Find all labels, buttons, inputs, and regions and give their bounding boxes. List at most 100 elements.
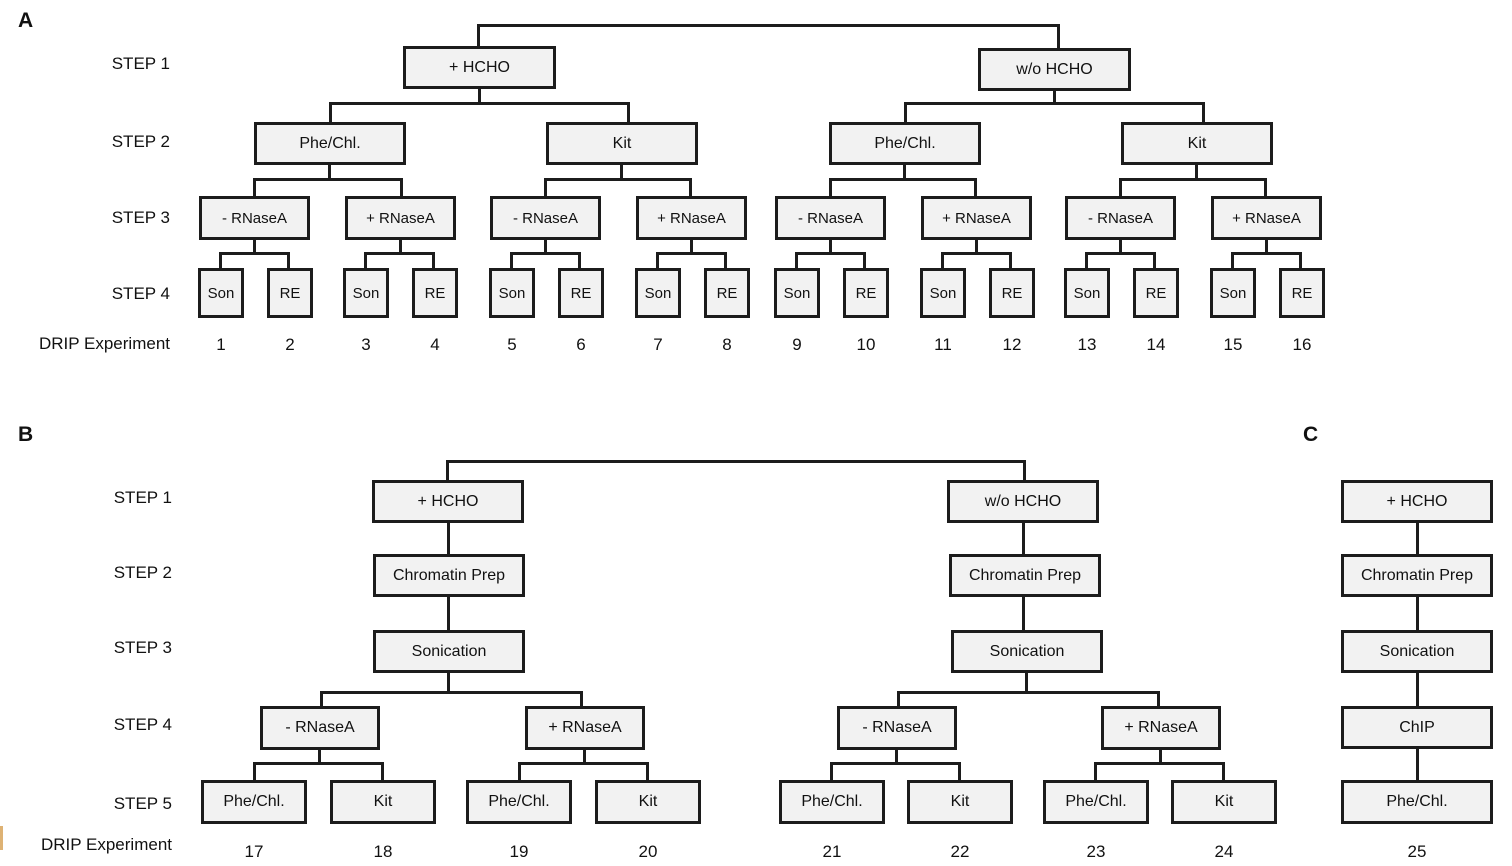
connector-a-s2-3-drop-0: [1119, 178, 1122, 197]
connector-a-s3-0-stem: [253, 240, 256, 253]
node-c-chain-2[interactable]: Sonication: [1341, 630, 1493, 673]
connector-a-s2-0-drop-1: [400, 178, 403, 197]
node-b-step1-0[interactable]: + HCHO: [372, 480, 524, 523]
node-a-step4-1[interactable]: RE: [267, 268, 313, 318]
node-a-step2-1[interactable]: Kit: [546, 122, 698, 165]
connector-b-s4-1-stem: [583, 750, 586, 763]
node-a-step4-10[interactable]: Son: [920, 268, 966, 318]
node-a-step4-7[interactable]: RE: [704, 268, 750, 318]
connector-b-s4-1-bar: [518, 762, 649, 765]
exp-number-b-5: 22: [950, 842, 970, 861]
connector-b-s4-1-drop-1: [646, 762, 649, 780]
connector-b-s3-1-bar: [897, 691, 1160, 694]
node-a-step4-8[interactable]: Son: [774, 268, 820, 318]
connector-a-s2-0-stem: [328, 165, 331, 179]
connector-a-s3-5-stem: [975, 240, 978, 253]
connector-a-s3-0-bar: [219, 252, 290, 255]
node-a-step3-1[interactable]: + RNaseA: [345, 196, 456, 240]
node-a-step4-6[interactable]: Son: [635, 268, 681, 318]
exp-number-a-6: 7: [653, 335, 663, 354]
connector-b-s1-0-link: [447, 523, 450, 554]
row-label-a-drip: DRIP Experiment: [38, 334, 170, 353]
node-a-step4-4[interactable]: Son: [489, 268, 535, 318]
node-a-step4-3[interactable]: RE: [412, 268, 458, 318]
node-b-step5-1[interactable]: Kit: [330, 780, 436, 824]
node-b-step3-0[interactable]: Sonication: [373, 630, 525, 673]
node-c-chain-3[interactable]: ChIP: [1341, 706, 1493, 749]
node-a-step3-7[interactable]: + RNaseA: [1211, 196, 1322, 240]
connector-b-root-drop-left: [446, 460, 449, 480]
connector-a-s3-2-bar: [510, 252, 581, 255]
node-a-step4-13[interactable]: RE: [1133, 268, 1179, 318]
node-b-step4-1[interactable]: + RNaseA: [525, 706, 645, 750]
node-a-step3-6[interactable]: - RNaseA: [1065, 196, 1176, 240]
node-a-step2-2[interactable]: Phe/Chl.: [829, 122, 981, 165]
connector-a-s3-3-stem: [690, 240, 693, 253]
node-c-chain-1[interactable]: Chromatin Prep: [1341, 554, 1493, 597]
node-b-step5-7[interactable]: Kit: [1171, 780, 1277, 824]
node-b-step4-2[interactable]: - RNaseA: [837, 706, 957, 750]
exp-number-b-6: 23: [1086, 842, 1106, 861]
connector-a-s1-1-drop-1: [1202, 102, 1205, 122]
connector-a-s3-1-bar: [364, 252, 435, 255]
node-b-step1-1[interactable]: w/o HCHO: [947, 480, 1099, 523]
exp-number-a-14: 15: [1223, 335, 1243, 354]
connector-b-s3-0-bar: [320, 691, 583, 694]
connector-a-s2-1-bar: [544, 178, 692, 181]
node-c-chain-0[interactable]: + HCHO: [1341, 480, 1493, 523]
connector-b-root-drop-right: [1023, 460, 1026, 480]
connector-a-s3-5-drop-1: [1009, 252, 1012, 269]
node-b-step2-0[interactable]: Chromatin Prep: [373, 554, 525, 597]
connector-b-s3-0-stem: [447, 673, 450, 692]
node-b-step5-3[interactable]: Kit: [595, 780, 701, 824]
node-a-step4-2[interactable]: Son: [343, 268, 389, 318]
node-b-step5-6[interactable]: Phe/Chl.: [1043, 780, 1149, 824]
connector-a-s3-4-drop-0: [795, 252, 798, 269]
node-a-step3-0[interactable]: - RNaseA: [199, 196, 310, 240]
node-b-step3-1[interactable]: Sonication: [951, 630, 1103, 673]
node-a-step4-0[interactable]: Son: [198, 268, 244, 318]
node-b-step2-1[interactable]: Chromatin Prep: [949, 554, 1101, 597]
node-c-chain-4[interactable]: Phe/Chl.: [1341, 780, 1493, 824]
connector-a-s2-0-drop-0: [253, 178, 256, 197]
row-label-a-step4: STEP 4: [111, 284, 170, 303]
exp-number-a-1: 2: [285, 335, 295, 354]
connector-a-s3-4-drop-1: [863, 252, 866, 269]
exp-number-b-2: 19: [509, 842, 529, 861]
node-b-step5-2[interactable]: Phe/Chl.: [466, 780, 572, 824]
connector-b-s4-3-bar: [1094, 762, 1225, 765]
node-b-step5-5[interactable]: Kit: [907, 780, 1013, 824]
node-a-step3-3[interactable]: + RNaseA: [636, 196, 747, 240]
node-a-step4-14[interactable]: Son: [1210, 268, 1256, 318]
panel-letter-a: A: [18, 9, 34, 32]
node-a-step2-3[interactable]: Kit: [1121, 122, 1273, 165]
node-b-step5-4[interactable]: Phe/Chl.: [779, 780, 885, 824]
connector-a-s3-6-drop-1: [1153, 252, 1156, 269]
connector-a-s2-3-drop-1: [1264, 178, 1267, 197]
node-a-step1-0[interactable]: + HCHO: [403, 46, 556, 89]
node-a-step4-12[interactable]: Son: [1064, 268, 1110, 318]
node-a-step4-9[interactable]: RE: [843, 268, 889, 318]
connector-a-s2-2-bar: [829, 178, 977, 181]
node-a-step3-2[interactable]: - RNaseA: [490, 196, 601, 240]
scan-artifact: [0, 826, 3, 850]
node-a-step1-1[interactable]: w/o HCHO: [978, 48, 1131, 91]
node-b-step5-0[interactable]: Phe/Chl.: [201, 780, 307, 824]
node-b-step4-0[interactable]: - RNaseA: [260, 706, 380, 750]
connector-a-s3-5-bar: [941, 252, 1012, 255]
connector-c-link-2: [1416, 673, 1419, 706]
connector-a-root-drop-left: [477, 24, 480, 46]
connector-a-s3-2-drop-1: [578, 252, 581, 269]
connector-a-s3-5-drop-0: [941, 252, 944, 269]
exp-number-a-11: 12: [1002, 335, 1022, 354]
node-a-step4-11[interactable]: RE: [989, 268, 1035, 318]
node-a-step4-15[interactable]: RE: [1279, 268, 1325, 318]
node-a-step3-4[interactable]: - RNaseA: [775, 196, 886, 240]
row-label-b-step4: STEP 4: [113, 715, 172, 734]
node-a-step3-5[interactable]: + RNaseA: [921, 196, 1032, 240]
node-a-step4-5[interactable]: RE: [558, 268, 604, 318]
connector-b-s3-1-drop-0: [897, 691, 900, 707]
node-b-step4-3[interactable]: + RNaseA: [1101, 706, 1221, 750]
node-a-step2-0[interactable]: Phe/Chl.: [254, 122, 406, 165]
